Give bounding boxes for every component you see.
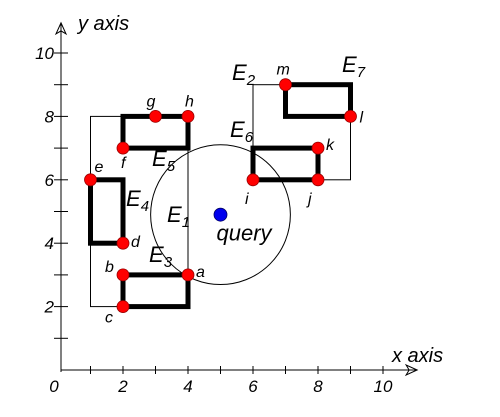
mbr-label-e4: E4 [126,186,149,215]
point-g [149,110,162,123]
y-tick-label: 6 [45,171,55,190]
leaf-mbr-e3 [120,272,191,310]
y-tick-label: 2 [44,298,55,317]
point-f [116,141,130,155]
x-tick-label: 2 [117,377,128,396]
x-tick-label: 4 [183,377,192,396]
mbr-label-subscript: 5 [167,158,176,175]
point-i [246,173,260,187]
mbr-label-e1: E1 [167,202,190,231]
point-label-c: c [105,310,113,327]
point-h [181,110,195,123]
mbr-label-subscript: 2 [246,72,256,89]
point-label-d: d [131,234,141,251]
point-label-a: a [196,264,205,281]
mbr-label-subscript: 1 [182,214,190,231]
query-label: query [217,221,274,246]
point-d [116,236,130,250]
x-tick-label: 8 [313,377,323,396]
point-label-b: b [105,259,114,276]
y-axis-title: y axis [76,13,129,35]
leaf-mbr-e6 [250,145,321,183]
y-axis-arrowhead [54,21,68,36]
leaf-mbr-e4 [88,177,126,246]
point-e [84,173,97,187]
y-tick-label: 8 [45,107,55,126]
parent-mbr-e2 [252,84,351,181]
leaf-mbr-e7 [283,82,353,119]
leaf-mbr-layer [88,82,353,310]
point-b [116,268,130,282]
mbr-label-e7: E7 [342,52,366,81]
point-label-f: f [121,155,127,172]
point-m [279,78,292,92]
point-label-h: h [185,93,194,110]
point-a [181,268,195,282]
points-layer [84,78,357,314]
origin-label: 0 [49,377,59,396]
mbr-label-subscript: 4 [141,198,149,215]
mbr-label-subscript: 3 [164,254,173,271]
point-c [116,300,130,314]
mbr-label-subscript: 6 [245,129,254,146]
point-j [311,173,325,187]
point-k [311,141,325,155]
query-range-circle [150,144,291,286]
mbr-label-e3: E3 [149,242,173,271]
point-label-j: j [306,191,312,208]
point-label-e: e [95,159,104,176]
x-tick-label: 6 [248,377,258,396]
x-axis-title: x axis [391,345,443,367]
y-tick-label: 10 [35,44,54,63]
point-label-g: g [147,93,156,110]
axes-layer: 2 4 6 8 10 2 4 6 8 10 0 x axis y axis [35,13,443,396]
x-axis-arrowhead [404,363,419,377]
point-label-m: m [277,62,290,79]
mbr-label-subscript: 7 [357,64,366,81]
mbr-label-e6: E6 [230,117,254,146]
mbr-label-e2: E2 [232,60,256,89]
query-range-layer [150,144,291,286]
y-tick-label: 4 [45,234,54,253]
point-l [344,110,357,123]
query-point [213,207,228,222]
x-tick-label: 10 [374,377,393,396]
point-label-i: i [245,191,249,208]
point-label-k: k [326,137,335,154]
point-label-l: l [360,109,364,126]
